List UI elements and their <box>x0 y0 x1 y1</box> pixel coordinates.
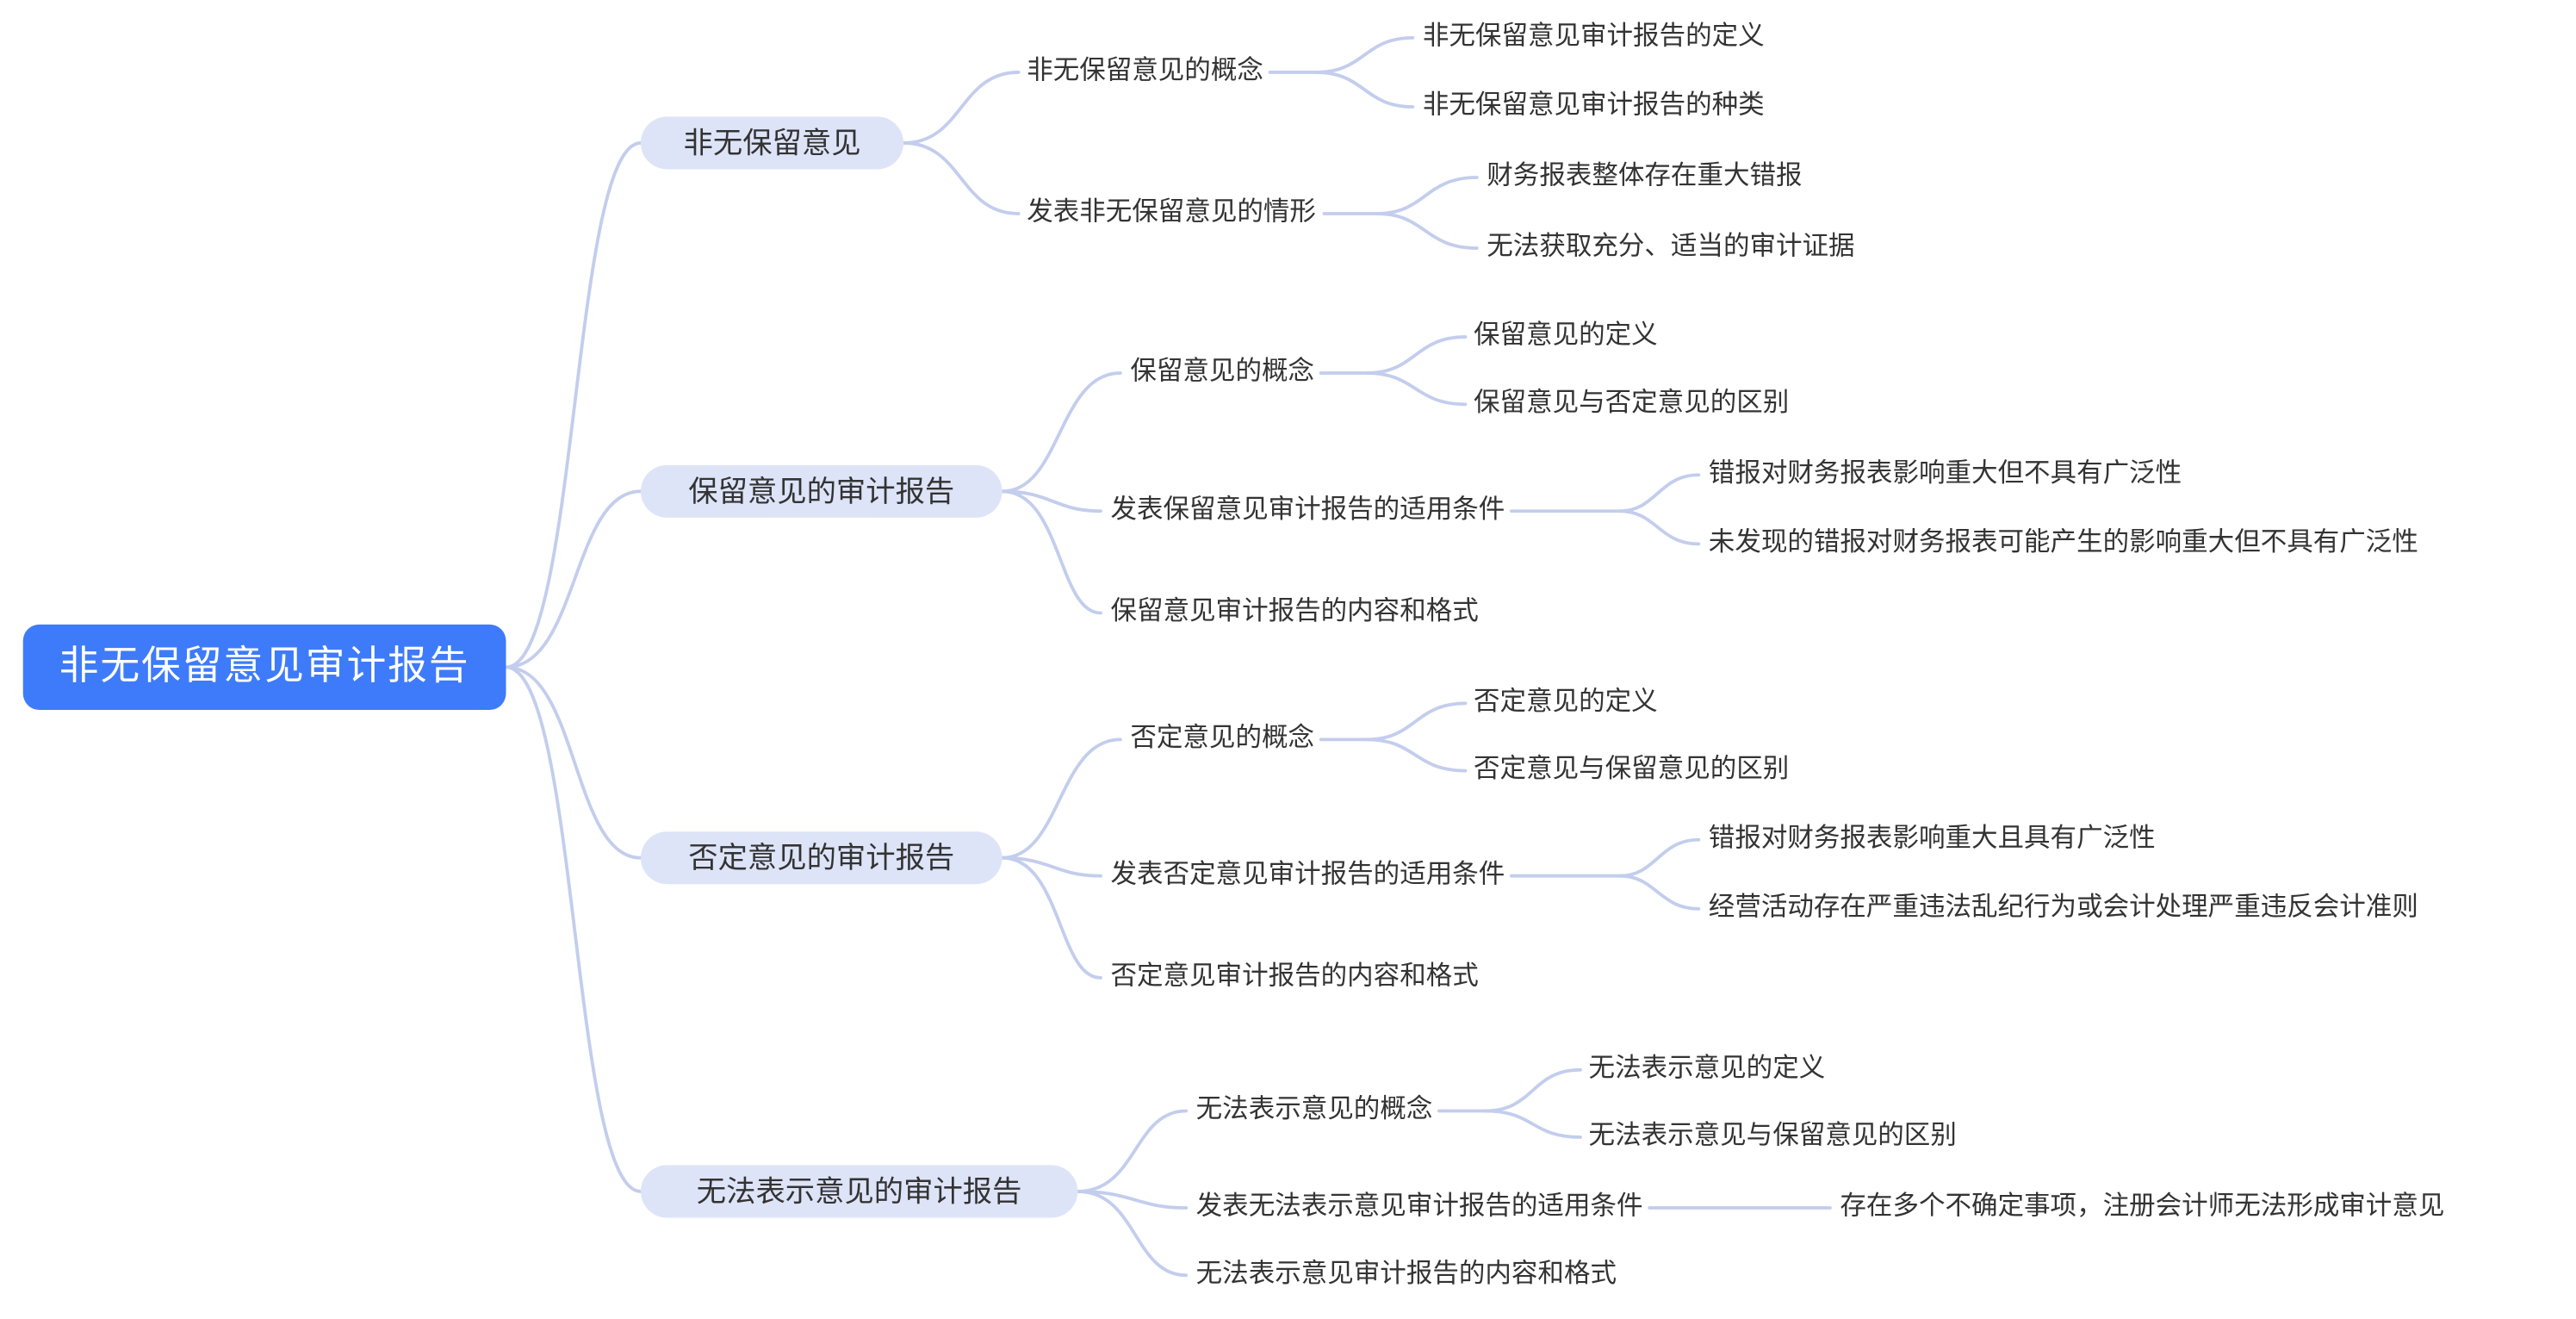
edge-root-branch1 <box>504 141 642 669</box>
edge-b2-c1 <box>1000 371 1122 494</box>
connector-group <box>504 35 1832 1278</box>
edge-b3c2-g1 <box>1617 837 1701 878</box>
branch-3-node[interactable]: 否定意见的审计报告 <box>640 831 1002 885</box>
edge-b4-c3 <box>1076 1190 1189 1278</box>
subtopic-4-1-2-node[interactable]: 无法表示意见与保留意见的区别 <box>1588 1122 1957 1151</box>
topic-2-3-node[interactable]: 保留意见审计报告的内容和格式 <box>1110 598 1479 626</box>
edge-b2c2-g2 <box>1617 509 1701 546</box>
edge-root-branch4 <box>504 665 642 1193</box>
subtopic-1-1-1-node[interactable]: 非无保留意见审计报告的定义 <box>1422 22 1765 52</box>
branch-4-node[interactable]: 无法表示意见的审计报告 <box>640 1165 1078 1218</box>
edge-b1c2-g1 <box>1375 176 1479 215</box>
branch-1-node[interactable]: 非无保留意见 <box>640 116 904 170</box>
edge-b2-c3 <box>1000 489 1102 615</box>
subtopic-2-2-2-node[interactable]: 未发现的错报对财务报表可能产生的影响重大但不具有广泛性 <box>1708 529 2418 557</box>
edge-b4c1-g2 <box>1483 1109 1582 1139</box>
topic-3-1-node[interactable]: 否定意见的概念 <box>1130 725 1315 753</box>
topic-3-3-node[interactable]: 否定意见审计报告的内容和格式 <box>1110 962 1479 992</box>
subtopic-3-1-2-node[interactable]: 否定意见与保留意见的区别 <box>1474 756 1790 784</box>
subtopic-1-2-1-node[interactable]: 财务报表整体存在重大错报 <box>1487 162 1803 191</box>
edge-b4-c1 <box>1076 1109 1189 1193</box>
edge-root-branch3 <box>504 665 642 860</box>
edge-root-branch2 <box>504 489 642 669</box>
topic-4-1-node[interactable]: 无法表示意见的概念 <box>1195 1096 1433 1124</box>
topic-4-2-node[interactable]: 发表无法表示意见审计报告的适用条件 <box>1195 1192 1643 1222</box>
subtopic-4-2-1-node[interactable]: 存在多个不确定事项，注册会计师无法形成审计意见 <box>1840 1192 2445 1222</box>
subtopic-2-2-1-node[interactable]: 错报对财务报表影响重大但不具有广泛性 <box>1708 460 2182 488</box>
topic-4-3-node[interactable]: 无法表示意见审计报告的内容和格式 <box>1195 1260 1617 1289</box>
edge-b4-c2 <box>1076 1190 1189 1210</box>
edge-b3-c1 <box>1000 737 1122 860</box>
edge-b4c1-g1 <box>1483 1067 1582 1113</box>
edge-b1c2-g2 <box>1375 212 1479 250</box>
edge-b1c1-g2 <box>1314 71 1415 109</box>
edge-b1c1-g1 <box>1314 35 1415 74</box>
edge-b2c1-g2 <box>1365 371 1468 407</box>
subtopic-4-1-1-node[interactable]: 无法表示意见的定义 <box>1588 1055 1826 1084</box>
branch-2-node[interactable]: 保留意见的审计报告 <box>640 464 1002 518</box>
edge-b3c1-g1 <box>1365 701 1468 742</box>
edge-b3c1-g2 <box>1365 737 1468 773</box>
subtopic-2-1-1-node[interactable]: 保留意见的定义 <box>1474 321 1658 351</box>
subtopic-3-2-2-node[interactable]: 经营活动存在严重违法乱纪行为或会计处理严重违反会计准则 <box>1708 893 2418 923</box>
edge-b3c2-g2 <box>1617 874 1701 911</box>
topic-3-2-node[interactable]: 发表否定意见审计报告的适用条件 <box>1110 861 1505 889</box>
topic-2-1-node[interactable]: 保留意见的概念 <box>1130 358 1315 387</box>
edge-b2c2-g1 <box>1617 473 1701 513</box>
topic-1-2-node[interactable]: 发表非无保留意见的情形 <box>1027 198 1316 227</box>
subtopic-1-1-2-node[interactable]: 非无保留意见审计报告的种类 <box>1422 91 1765 121</box>
edge-b2c1-g1 <box>1365 335 1468 375</box>
topic-1-1-node[interactable]: 非无保留意见的概念 <box>1027 57 1263 86</box>
edge-b3-c3 <box>1000 855 1102 980</box>
edge-b2-c2 <box>1000 489 1102 513</box>
subtopic-3-1-1-node[interactable]: 否定意见的定义 <box>1474 688 1658 717</box>
root-node[interactable]: 非无保留意见审计报告 <box>22 624 506 711</box>
edge-b1-c1 <box>902 71 1021 145</box>
subtopic-3-2-1-node[interactable]: 错报对财务报表影响重大且具有广泛性 <box>1708 824 2156 853</box>
edge-b3-c2 <box>1000 855 1102 878</box>
subtopic-2-1-2-node[interactable]: 保留意见与否定意见的区别 <box>1474 389 1790 418</box>
edge-b1-c2 <box>902 141 1021 215</box>
topic-2-2-node[interactable]: 发表保留意见审计报告的适用条件 <box>1110 496 1505 525</box>
subtopic-1-2-2-node[interactable]: 无法获取充分、适当的审计证据 <box>1487 233 1855 262</box>
